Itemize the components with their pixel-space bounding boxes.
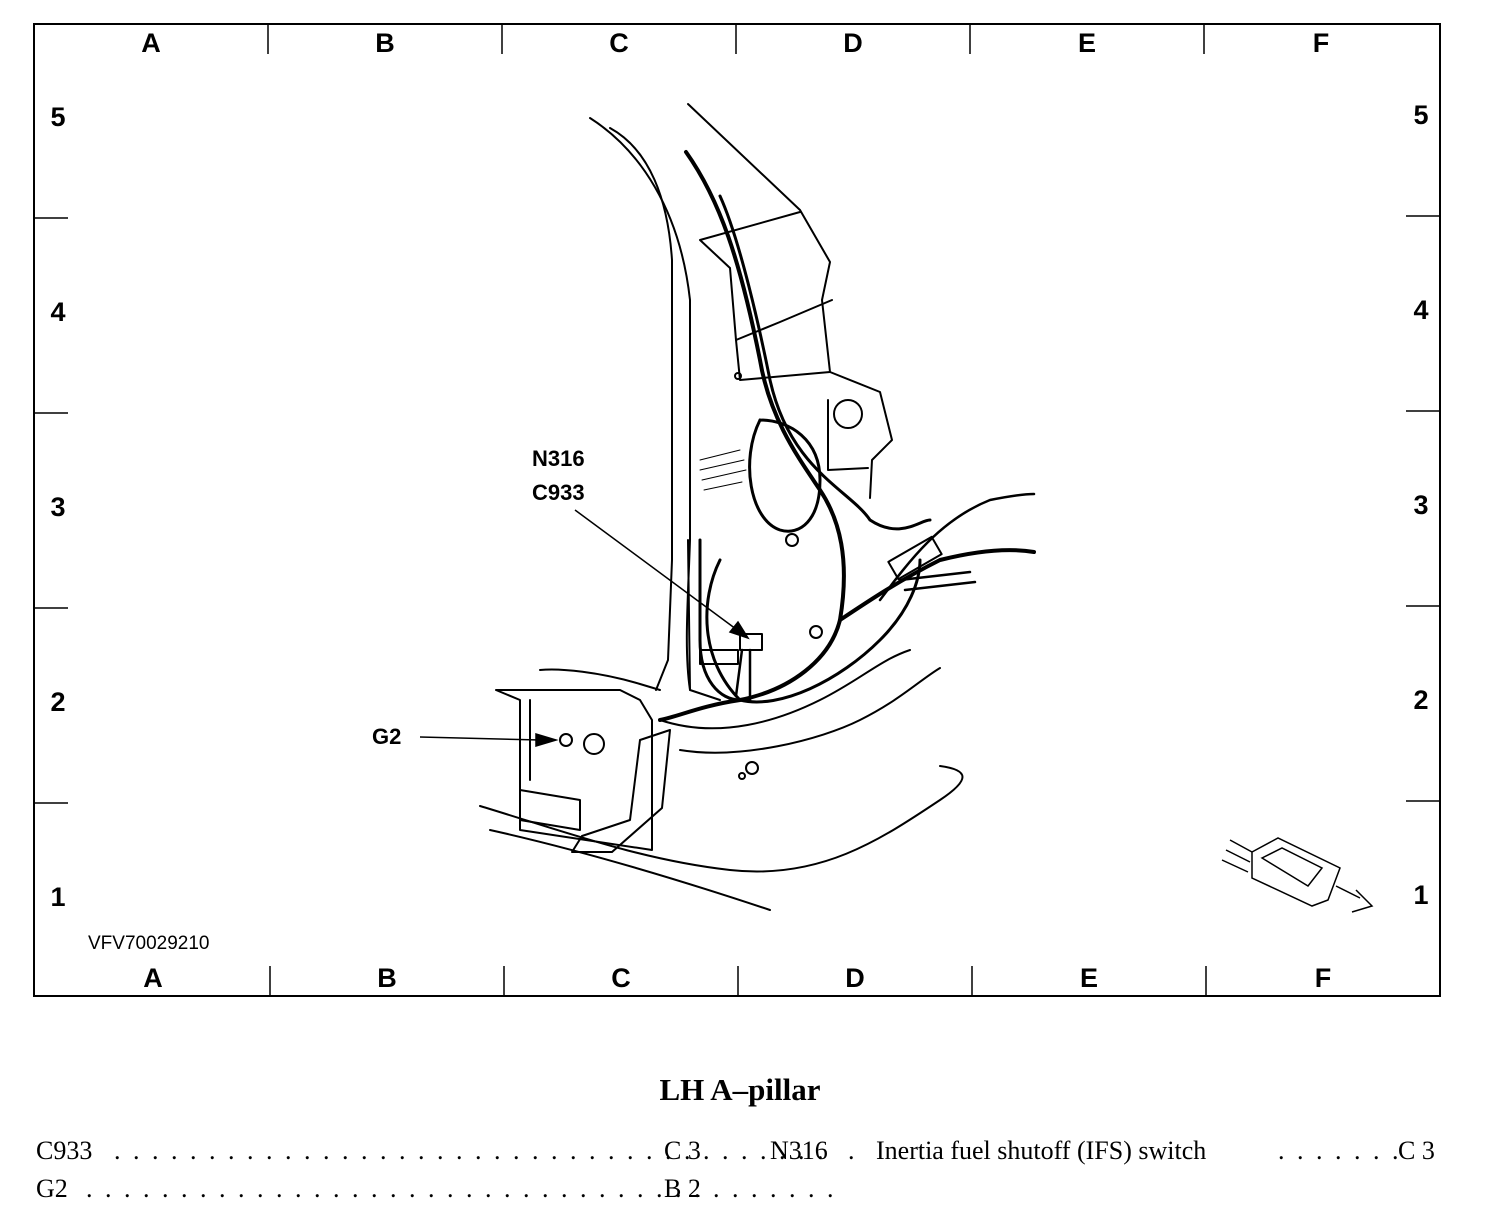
grid-col-label: C	[609, 28, 629, 58]
page-title: LH A–pillar	[659, 1072, 821, 1107]
vehicle-direction-icon	[1221, 837, 1374, 913]
grid-col-label: D	[843, 28, 863, 58]
grid-col-label: E	[1077, 28, 1096, 58]
legend-leader-dots: . . . . . . . . . . . . . . . . . . . . …	[86, 1174, 837, 1203]
legend-code-dot: .	[848, 1136, 855, 1165]
grid-row-label: 2	[50, 687, 66, 717]
grid-col-label: A	[141, 28, 161, 58]
legend-location: C 3	[664, 1136, 701, 1165]
callout-g2: G2	[372, 724, 402, 749]
legend-leader-dots: . . . . . . .	[1278, 1136, 1402, 1165]
legend-row-g2: G2 . . . . . . . . . . . . . . . . . . .…	[36, 1174, 834, 1208]
grid-row-label: 5	[1413, 100, 1429, 130]
grid-row-label: 4	[50, 297, 66, 327]
grid-row-label: 2	[1413, 685, 1429, 715]
grid-col-label: A	[143, 963, 163, 993]
legend-row-c933: C933 . . . . . . . . . . . . . . . . . .…	[36, 1136, 824, 1170]
grid-col-label: B	[377, 963, 397, 993]
legend-location: C 3	[1398, 1136, 1435, 1165]
grid-col-label: E	[1079, 963, 1098, 993]
legend-location: B 2	[664, 1174, 701, 1203]
callout-c933: C933	[532, 480, 585, 505]
grid-col-label: D	[845, 963, 865, 993]
figure-id: VFV70029210	[88, 933, 210, 954]
callout-n316: N316	[532, 446, 585, 471]
grid-col-label: B	[375, 28, 395, 58]
grid-row-label: 5	[50, 102, 66, 132]
legend-code: C933	[36, 1136, 93, 1165]
legend-leader-dots: . . . . . . . . . . . . . . . . . . . . …	[114, 1136, 827, 1165]
legend-description: Inertia fuel shutoff (IFS) switch	[876, 1136, 1207, 1165]
grid-col-label: C	[611, 963, 631, 993]
grid-row-label: 3	[50, 492, 66, 522]
legend-code: N316	[770, 1136, 828, 1165]
legend-row-n316: N316 . Inertia fuel shutoff (IFS) switch…	[770, 1136, 1450, 1170]
grid-row-label: 1	[50, 882, 66, 912]
grid-row-label: 1	[1413, 880, 1429, 910]
grid-row-label: 4	[1413, 295, 1429, 325]
legend-code: G2	[36, 1174, 68, 1203]
grid-col-label: F	[1312, 28, 1330, 58]
grid-col-label: F	[1314, 963, 1332, 993]
grid-row-label: 3	[1413, 490, 1429, 520]
